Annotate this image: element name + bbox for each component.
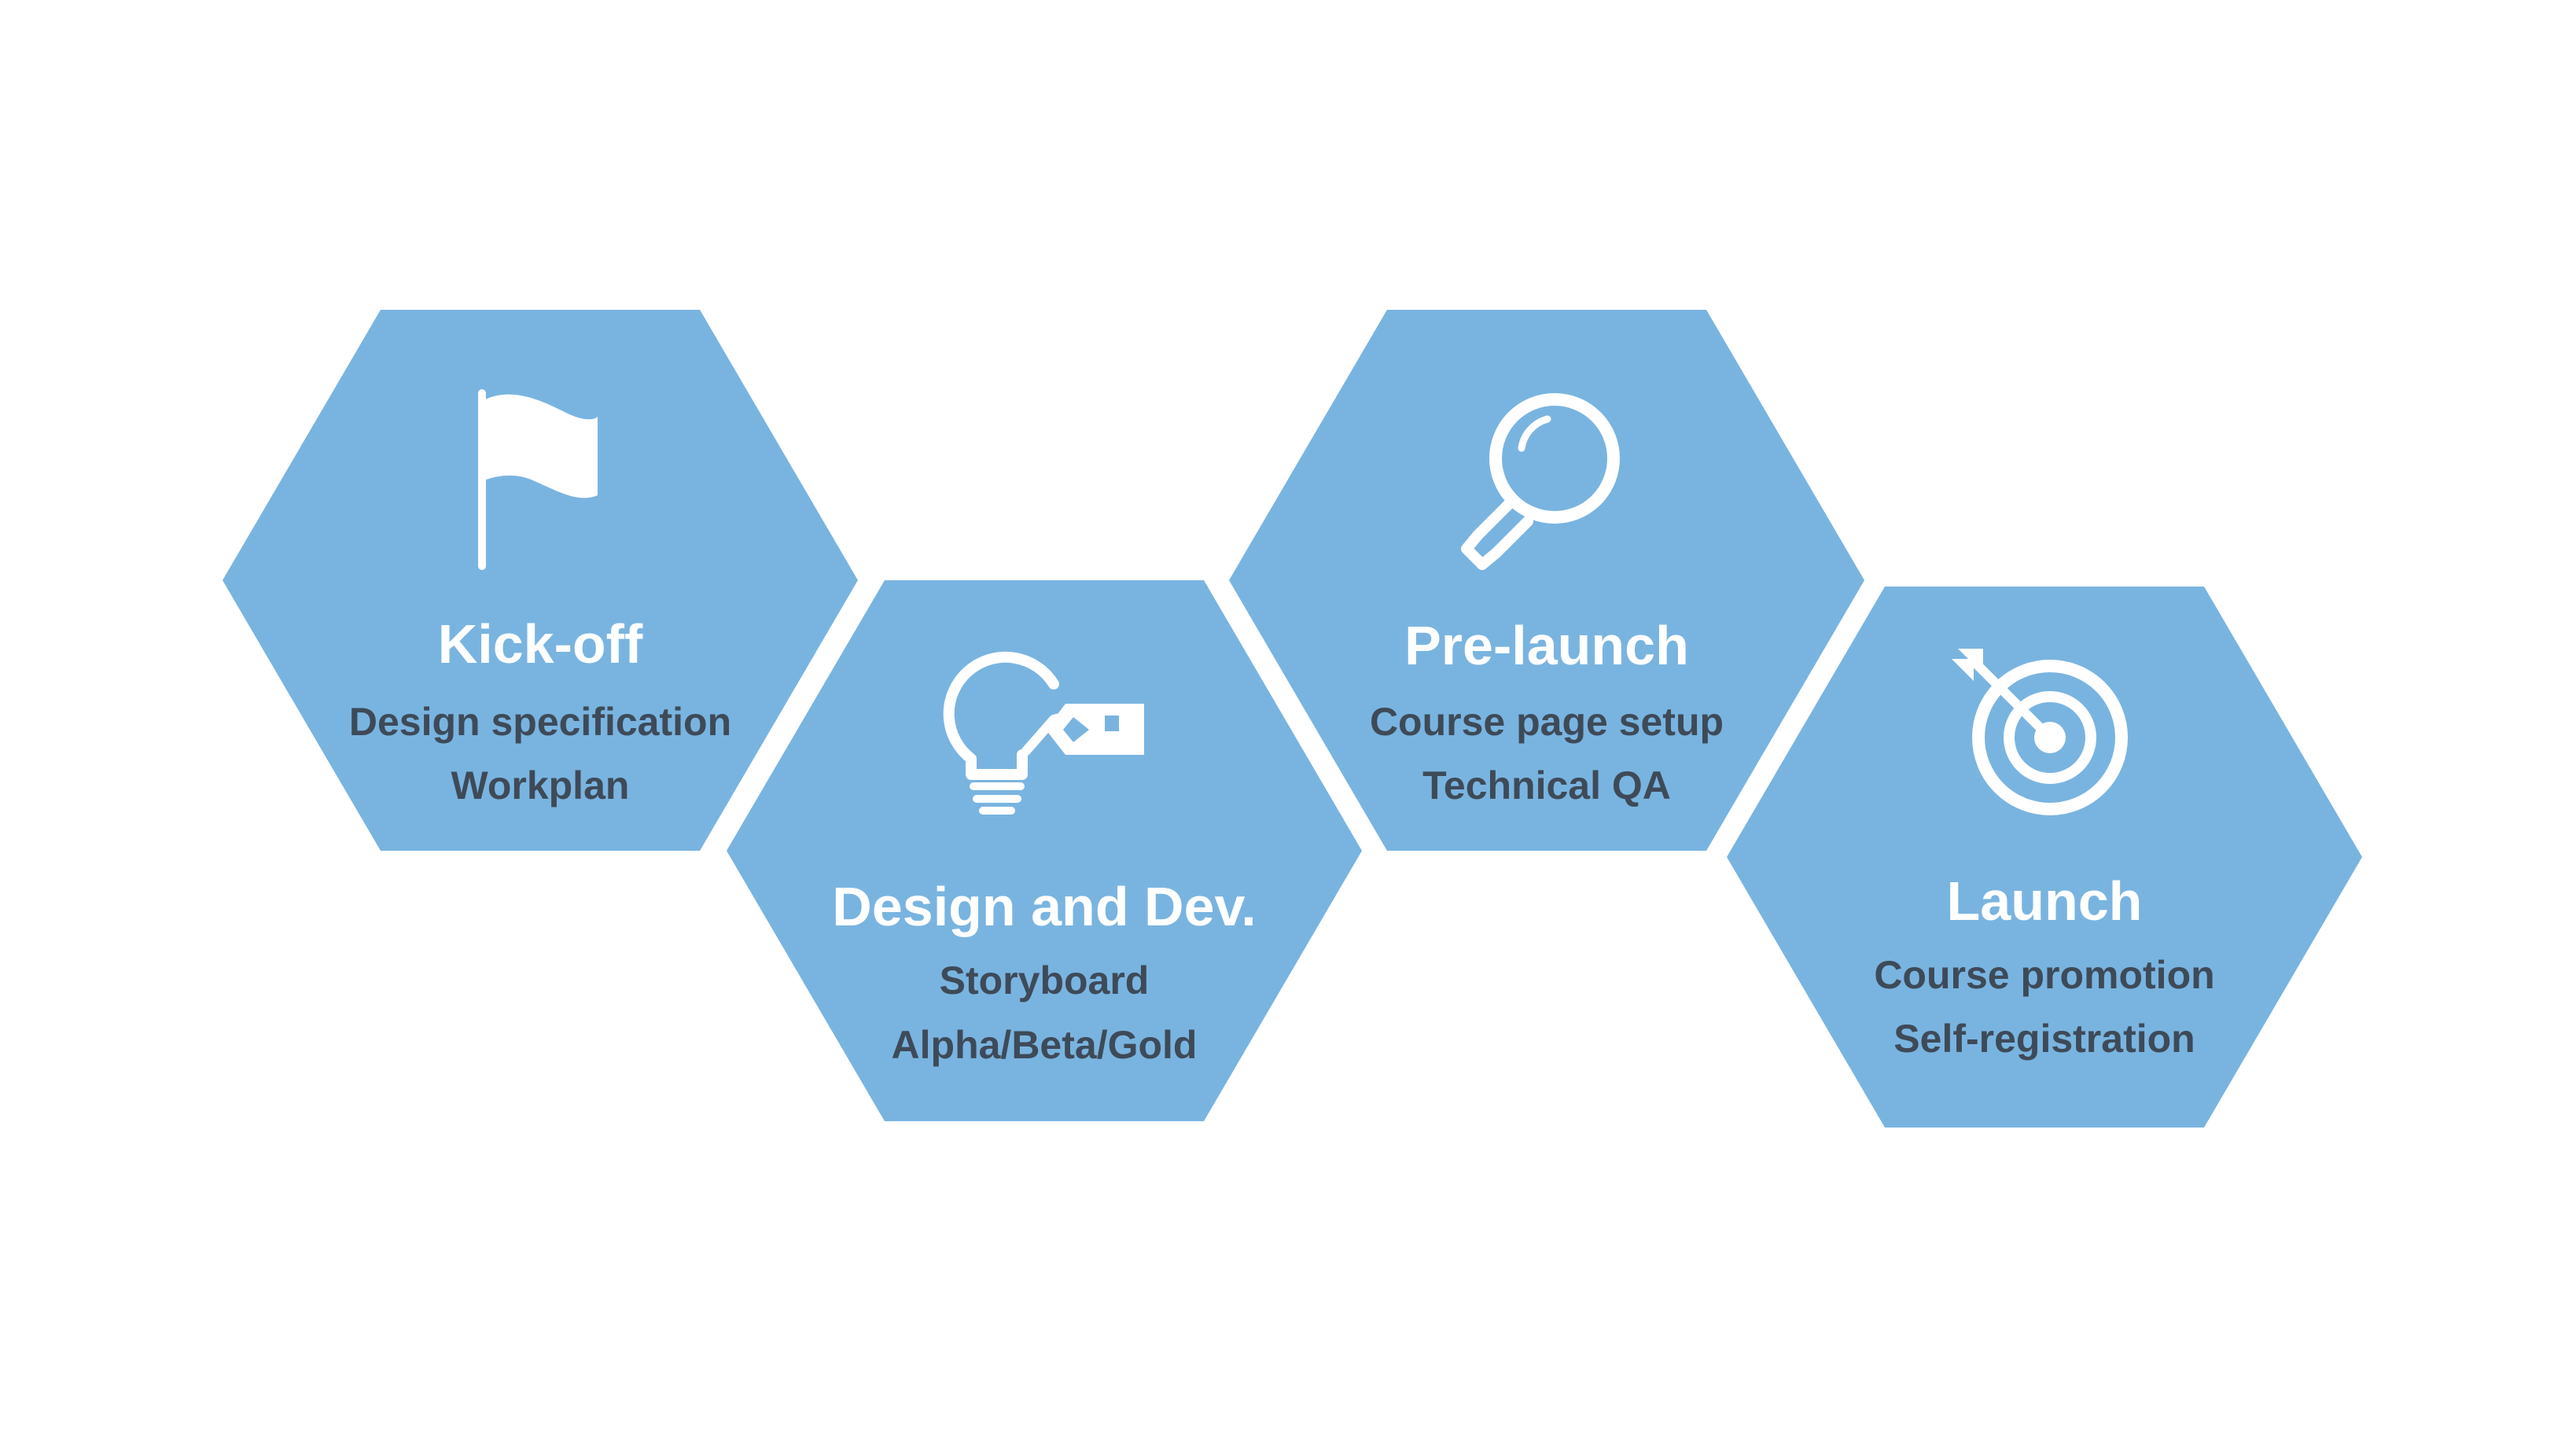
magnifier-icon: [1461, 393, 1620, 570]
step-item: Workplan: [451, 763, 630, 807]
step-title: Pre-launch: [1404, 615, 1689, 676]
step-item: Technical QA: [1422, 763, 1671, 807]
target-icon: [1952, 649, 2128, 815]
hexagon: [1727, 587, 2362, 1128]
step-item: Design specification: [349, 700, 731, 744]
hexagon: [223, 310, 858, 851]
hexagon: [1229, 310, 1864, 851]
step-launch: Launch Course promotion Self-registratio…: [1727, 587, 2362, 1128]
step-title: Kick-off: [438, 613, 643, 675]
step-item: Course promotion: [1874, 953, 2214, 997]
step-item: Alpha/Beta/Gold: [892, 1023, 1198, 1067]
step-item: Storyboard: [940, 958, 1150, 1002]
step-item: Course page setup: [1370, 700, 1724, 744]
step-pre-launch: Pre-launch Course page setup Technical Q…: [1229, 310, 1864, 851]
lightbulb-pen-icon: [943, 651, 1144, 815]
step-design-and-dev: Design and Dev. Storyboard Alpha/Beta/Go…: [727, 580, 1362, 1121]
step-title: Launch: [1947, 870, 2143, 932]
hexagon: [727, 580, 1362, 1121]
step-item: Self-registration: [1893, 1017, 2195, 1061]
step-title: Design and Dev.: [832, 876, 1256, 937]
step-kick-off: Kick-off Design specification Workplan: [223, 310, 858, 851]
flag-icon: [478, 389, 598, 570]
